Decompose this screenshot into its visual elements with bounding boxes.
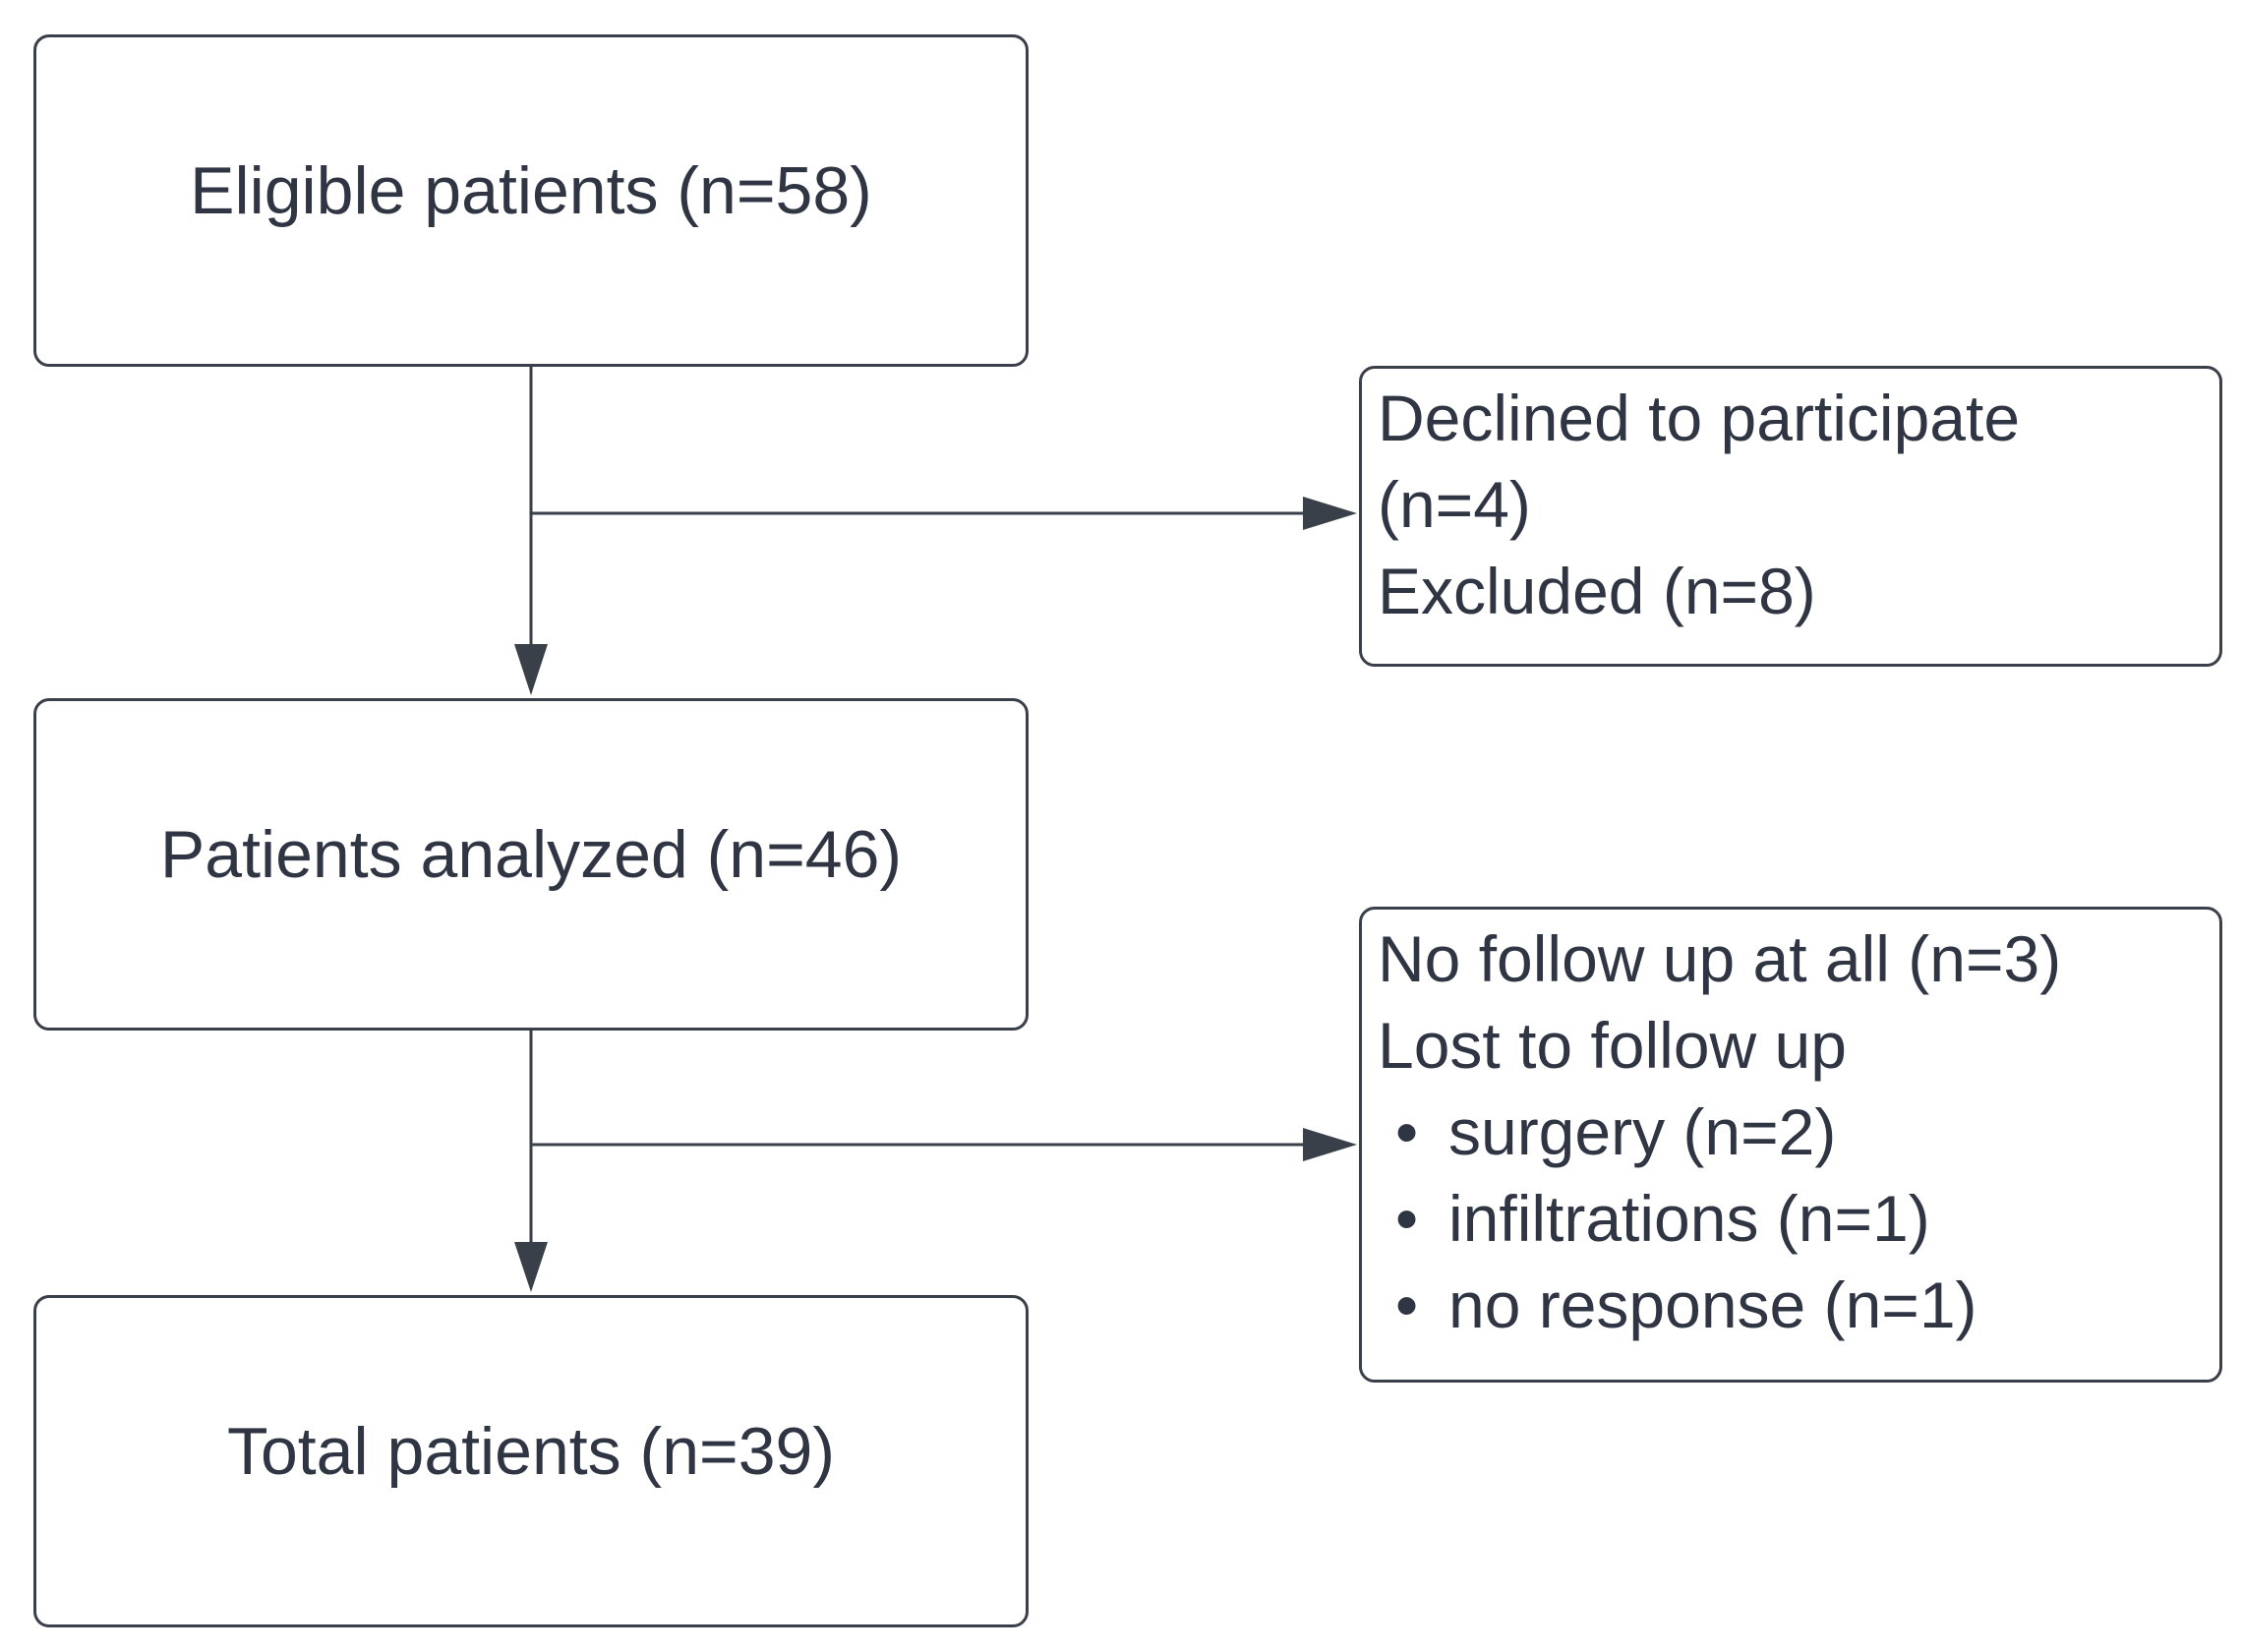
node-eligible-label: Eligible patients (n=58): [190, 153, 872, 229]
node-lost-bullet-3-text: no response (n=1): [1448, 1268, 1977, 1341]
node-analyzed-label: Patients analyzed (n=46): [159, 817, 903, 893]
arrowhead-down-total: [514, 1242, 548, 1292]
node-declined-line-1: Declined to participate: [1378, 382, 2021, 454]
node-total-label: Total patients (n=39): [226, 1414, 836, 1490]
node-declined-excluded: Declined to participate (n=4) Excluded (…: [1359, 366, 2222, 667]
node-eligible-patients: Eligible patients (n=58): [33, 34, 1029, 367]
node-lost-bullet-1-text: surgery (n=2): [1448, 1095, 1837, 1168]
node-lost-bullet-2: • infiltrations (n=1): [1378, 1175, 2219, 1262]
node-lost-line-1: No follow up at all (n=3): [1378, 922, 2062, 995]
node-lost-bullet-2-text: infiltrations (n=1): [1448, 1182, 1930, 1255]
arrowhead-right-lost: [1303, 1128, 1357, 1161]
node-lost-to-follow-up: No follow up at all (n=3) Lost to follow…: [1359, 907, 2222, 1383]
arrowhead-right-declined: [1303, 497, 1357, 530]
arrowhead-down-analyzed: [514, 644, 548, 695]
bullet-dot-icon: •: [1395, 1095, 1419, 1168]
node-lost-line-2: Lost to follow up: [1378, 1009, 1847, 1082]
bullet-dot-icon: •: [1395, 1268, 1419, 1341]
node-patients-analyzed: Patients analyzed (n=46): [33, 698, 1029, 1031]
node-lost-bullet-3: • no response (n=1): [1378, 1262, 2219, 1348]
node-declined-line-2: (n=4): [1378, 468, 1531, 541]
node-lost-bullet-1: • surgery (n=2): [1378, 1089, 2219, 1175]
node-declined-line-3: Excluded (n=8): [1378, 555, 1816, 627]
bullet-dot-icon: •: [1395, 1182, 1419, 1255]
node-total-patients: Total patients (n=39): [33, 1295, 1029, 1627]
